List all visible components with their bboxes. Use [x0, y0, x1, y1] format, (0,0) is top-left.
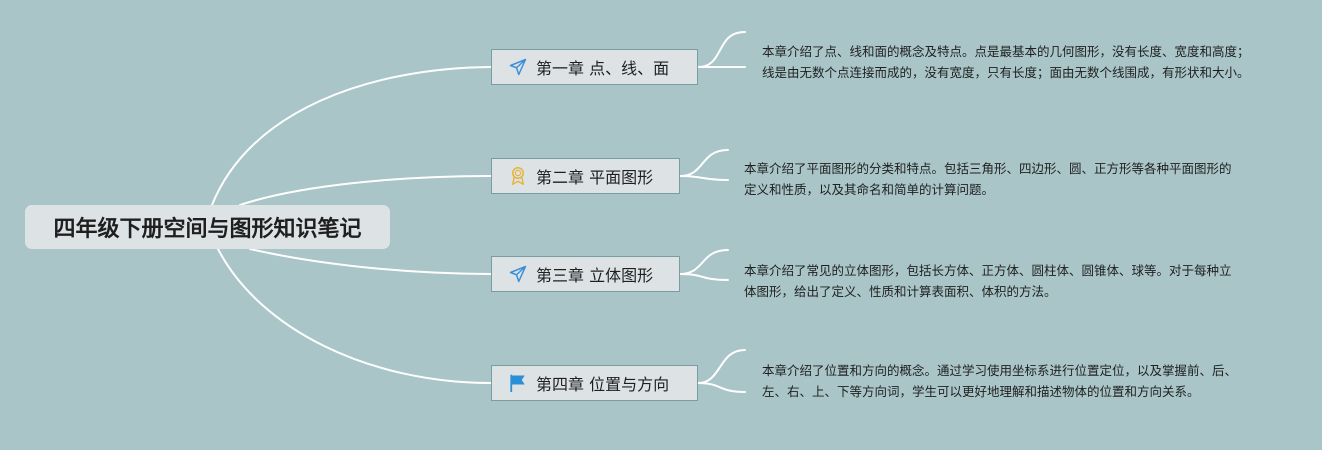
chapter-4-description: 本章介绍了位置和方向的概念。通过学习使用坐标系进行位置定位，以及掌握前、后、左、…: [762, 363, 1238, 399]
root-topic-title: 四年级下册空间与图形知识笔记: [53, 217, 362, 242]
chapter-3-node[interactable]: 第三章 立体图形: [491, 256, 680, 292]
chapter-1-description: 本章介绍了点、线和面的概念及特点。点是最基本的几何图形，没有长度、宽度和高度；线…: [762, 44, 1250, 80]
chapter-2-node[interactable]: 第二章 平面图形: [491, 158, 680, 194]
chapter-3-title: 第三章 立体图形: [536, 266, 654, 285]
chapter-1-title: 第一章 点、线、面: [536, 59, 670, 78]
paper-plane-icon: [508, 57, 528, 77]
connector-root-chapter-1: [211, 66, 492, 206]
brace-chapter-1: [697, 31, 746, 68]
connector-root-chapter-3: [249, 248, 492, 275]
brace-chapter-2: [679, 149, 729, 181]
brace-chapter-3: [679, 249, 729, 281]
connector-root-chapter-4: [217, 248, 492, 384]
chapter-4-title: 第四章 位置与方向: [536, 375, 670, 394]
award-medal-icon: [508, 166, 528, 186]
chapter-2-title: 第二章 平面图形: [536, 168, 654, 187]
flag-icon: [508, 373, 528, 393]
brace-chapter-4: [697, 349, 746, 393]
chapter-4-node[interactable]: 第四章 位置与方向: [491, 365, 698, 401]
chapter-2-description: 本章介绍了平面图形的分类和特点。包括三角形、四边形、圆、正方形等各种平面图形的定…: [744, 161, 1232, 197]
connector-root-chapter-2: [239, 175, 492, 206]
root-topic[interactable]: 四年级下册空间与图形知识笔记: [25, 205, 390, 249]
chapter-3-description: 本章介绍了常见的立体图形，包括长方体、正方体、圆柱体、圆锥体、球等。对于每种立体…: [744, 263, 1232, 299]
chapter-1-node[interactable]: 第一章 点、线、面: [491, 49, 698, 85]
paper-plane-icon: [508, 264, 528, 284]
